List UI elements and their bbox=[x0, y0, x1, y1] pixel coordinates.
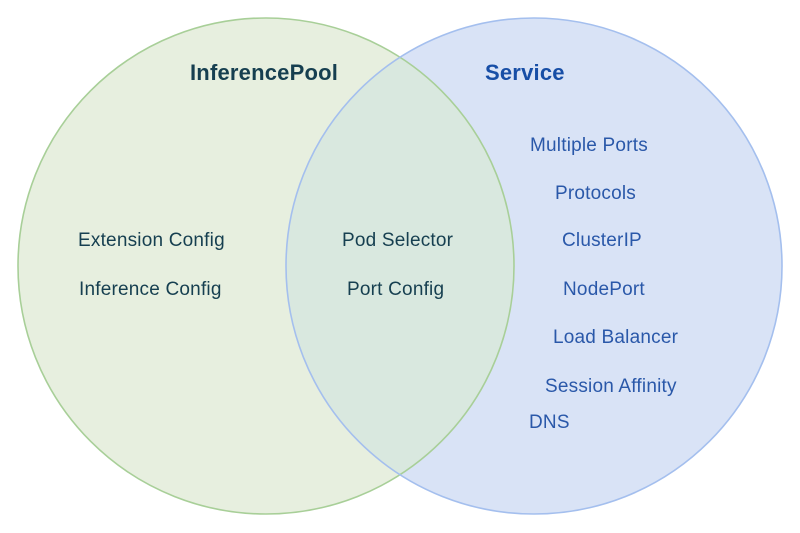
service-item-nodeport: NodePort bbox=[563, 279, 645, 300]
service-circle-outline bbox=[285, 17, 783, 515]
inferencepool-item-inference-config: Inference Config bbox=[79, 279, 222, 300]
service-item-dns: DNS bbox=[529, 412, 570, 433]
service-item-load-balancer: Load Balancer bbox=[553, 327, 679, 348]
overlap-region bbox=[285, 57, 515, 475]
service-item-clusterip: ClusterIP bbox=[562, 230, 642, 251]
inferencepool-item-extension-config: Extension Config bbox=[78, 230, 225, 251]
service-item-protocols: Protocols bbox=[555, 183, 637, 204]
inferencepool-title: InferencePool bbox=[190, 60, 339, 85]
overlap-item-pod-selector: Pod Selector bbox=[342, 230, 454, 251]
service-item-multiple-ports: Multiple Ports bbox=[530, 135, 648, 156]
inferencepool-circle-outline bbox=[17, 17, 515, 515]
service-title: Service bbox=[485, 60, 565, 85]
overlap-item-port-config: Port Config bbox=[347, 279, 445, 300]
service-item-session-affinity: Session Affinity bbox=[545, 376, 677, 397]
